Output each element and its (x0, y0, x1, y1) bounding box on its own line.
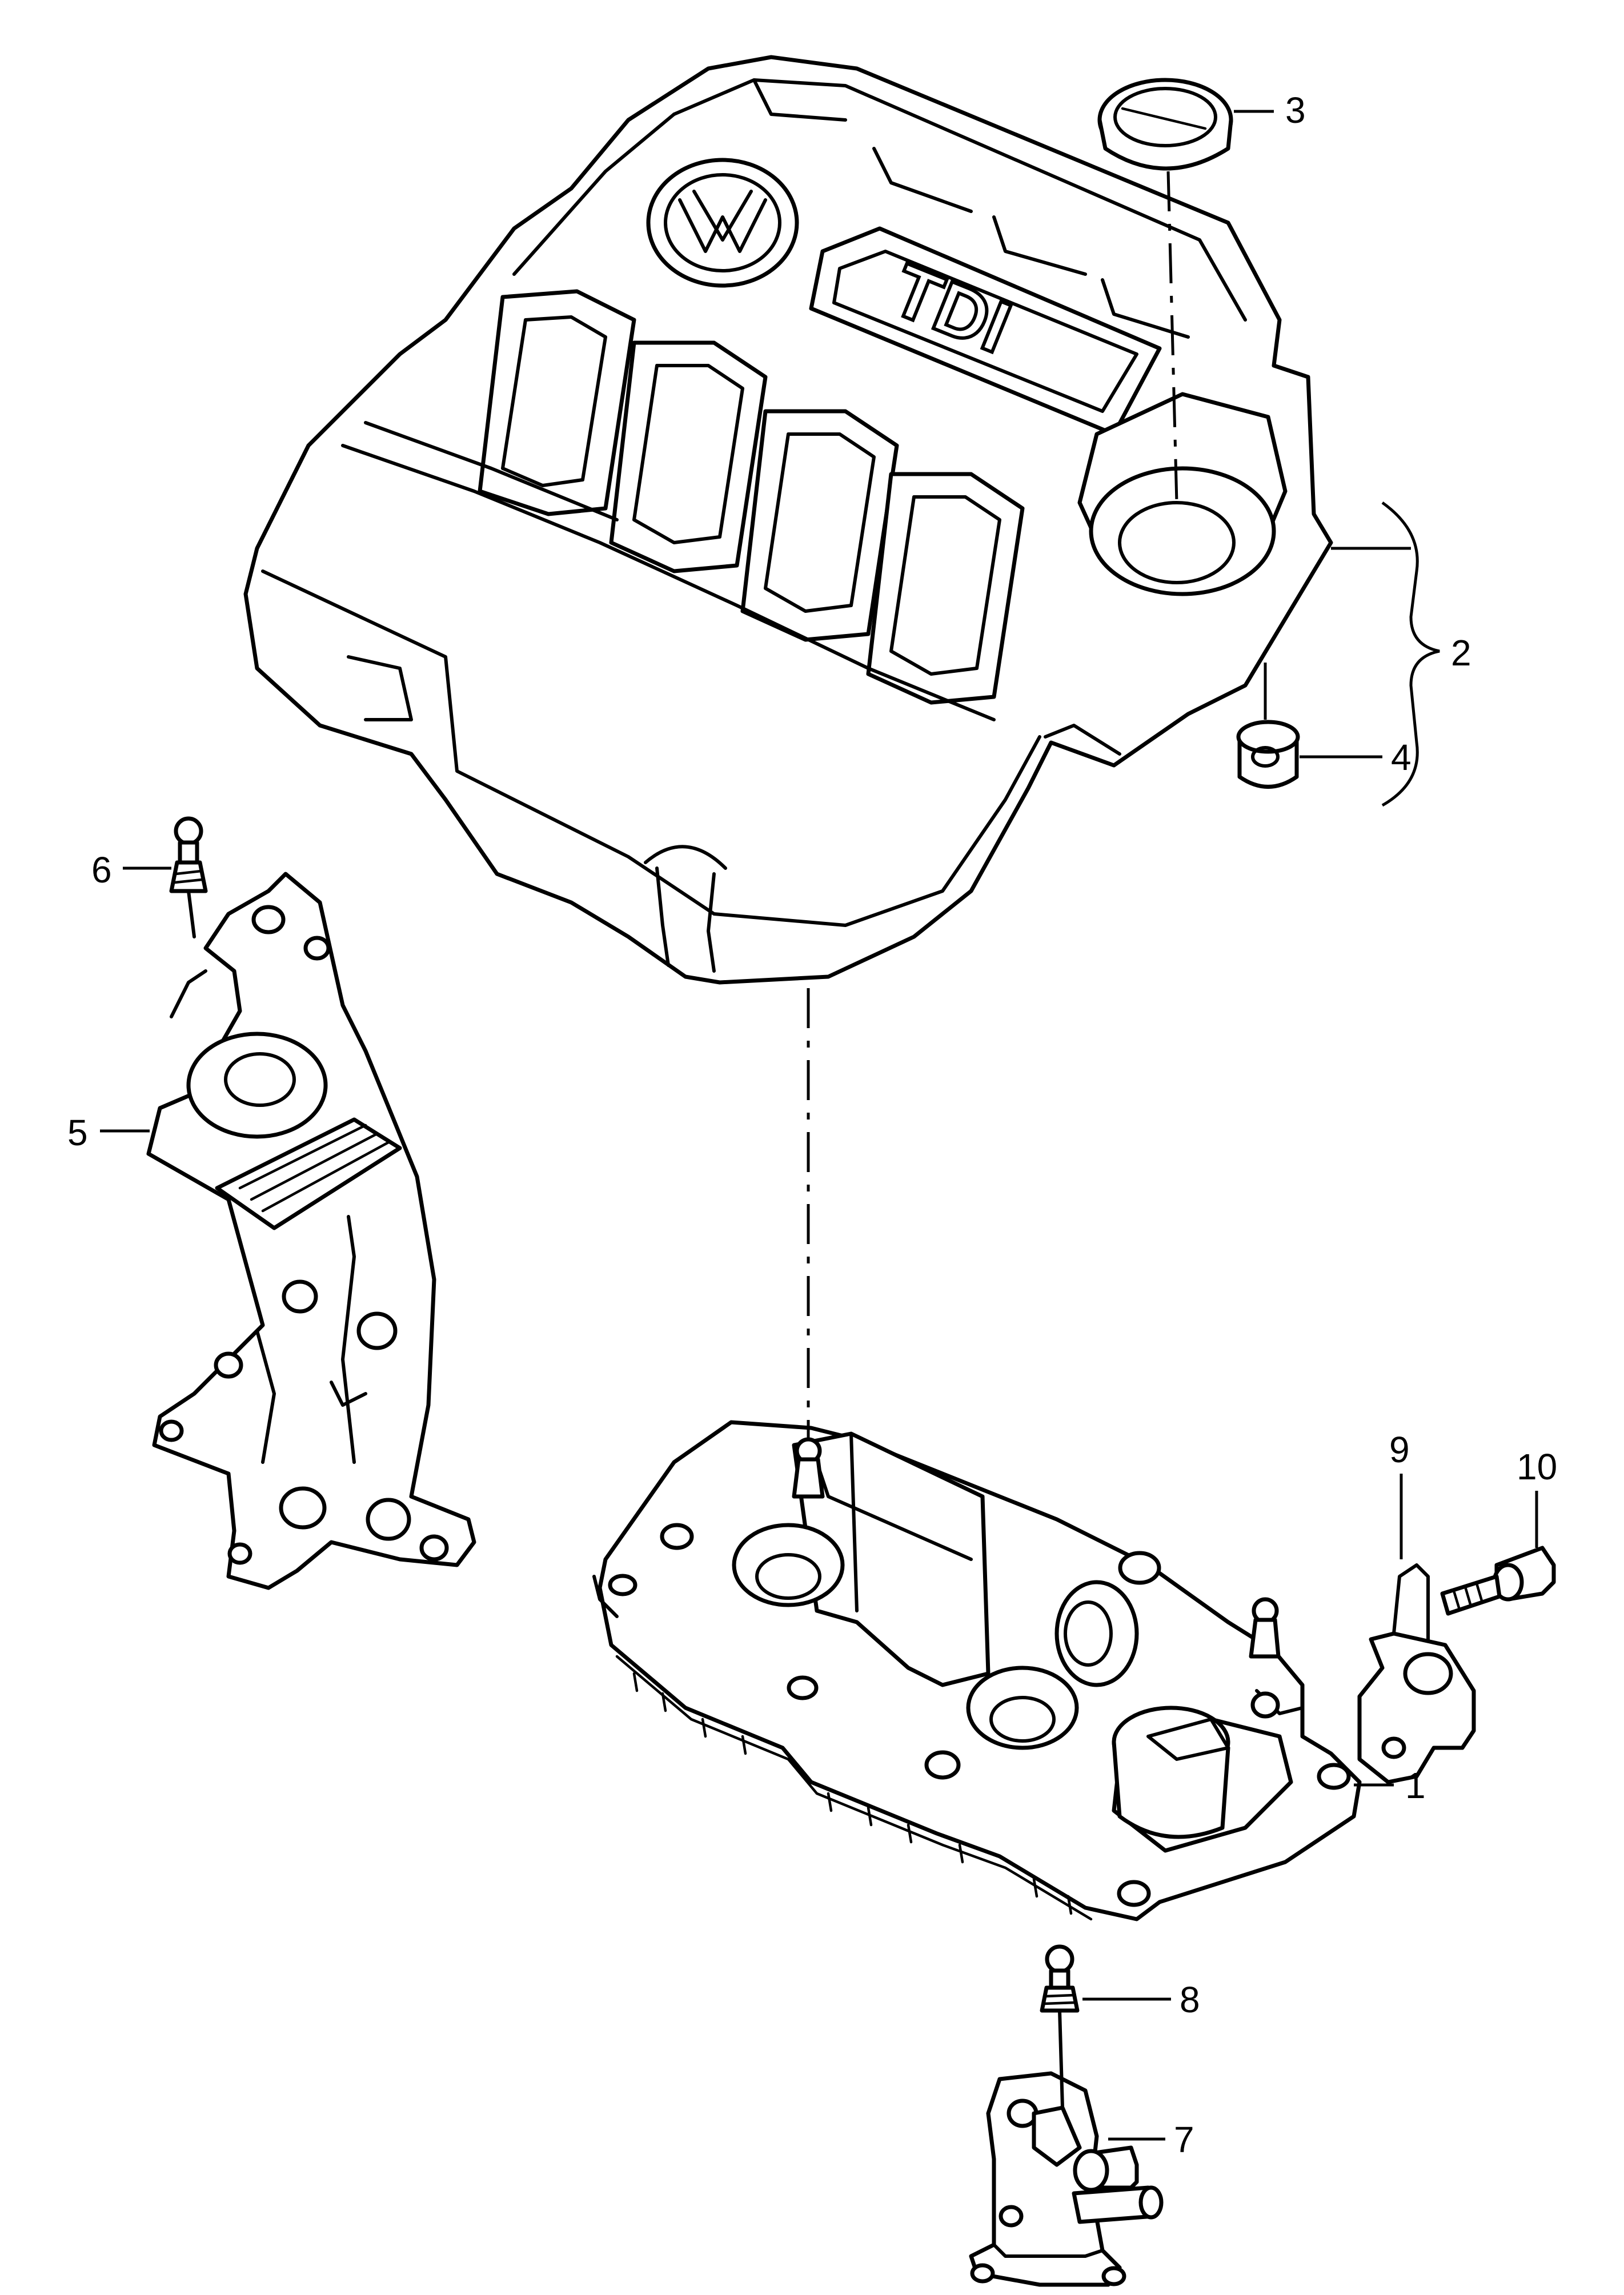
oil-filler-seal[interactable] (1097, 78, 1233, 171)
callout-4: 4 (1391, 737, 1412, 778)
mounting-plate[interactable] (1357, 1563, 1476, 1784)
oil-filler-opening (1077, 392, 1288, 596)
vw-logo-icon (646, 158, 799, 288)
callout-1: 1 (1405, 1765, 1426, 1806)
engine-cover[interactable]: TDI (243, 55, 1333, 985)
coolant-flange[interactable] (969, 2071, 1164, 2287)
callout-5: 5 (67, 1112, 88, 1153)
rubber-grommet[interactable] (1236, 720, 1300, 789)
assembly-line-seal (1166, 171, 1178, 503)
callout-8: 8 (1180, 1979, 1200, 2020)
engine-bracket[interactable] (146, 872, 476, 1590)
callout-10: 10 (1517, 1446, 1557, 1487)
callout-3: 3 (1285, 90, 1306, 131)
cylinder-head-cover[interactable] (592, 1420, 1362, 1921)
callout-7: 7 (1174, 2119, 1194, 2160)
brace-2 (1381, 501, 1440, 807)
ball-stud-8[interactable] (1040, 1944, 1080, 2109)
cover-ribs (341, 289, 1025, 721)
hex-bolt[interactable] (1440, 1546, 1556, 1616)
callout-6: 6 (91, 849, 112, 890)
callout-2: 2 (1451, 632, 1471, 673)
callout-9: 9 (1389, 1429, 1410, 1470)
ball-stud-6[interactable] (169, 816, 208, 938)
